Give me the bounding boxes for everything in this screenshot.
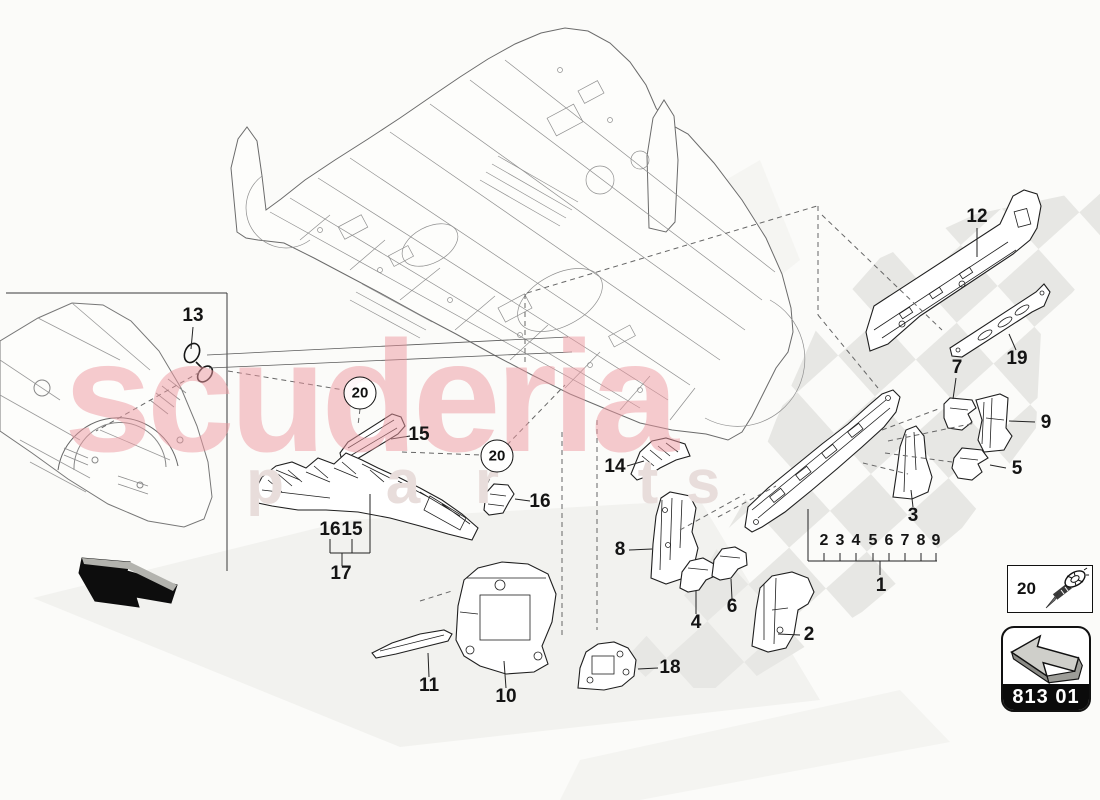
screw-icon — [1045, 567, 1089, 609]
fastener-legend-box[interactable]: 20 — [1007, 565, 1093, 613]
part-3-drawing — [892, 425, 933, 500]
direction-arrow-icon — [78, 557, 178, 608]
part-14-drawing — [630, 437, 691, 481]
part-1-drawing — [744, 389, 901, 533]
inset-border — [6, 292, 228, 571]
bracket-1 — [807, 509, 937, 575]
part-label-9-4: 9 — [1040, 412, 1052, 433]
part-label-16-8: 16 — [529, 491, 551, 512]
fastener-legend-number: 20 — [1017, 579, 1036, 598]
part-label-1-20: 1 — [875, 575, 887, 596]
assembly-item-number-5: 5 — [868, 532, 878, 549]
chassis-underbody-drawing — [230, 27, 806, 441]
circled-fastener-0: 20 — [343, 376, 377, 410]
bracket-17 — [329, 494, 371, 566]
group-code-badge: 813 01 — [1003, 684, 1089, 710]
nav-arrow-area — [1003, 628, 1089, 684]
part-label-14-12: 14 — [604, 456, 626, 477]
part-2-drawing — [751, 571, 815, 653]
part-label-8-13: 8 — [614, 539, 626, 560]
assembly-item-number-8: 8 — [916, 532, 926, 549]
part-label-15-7: 15 — [408, 424, 430, 445]
part-label-4-14: 4 — [690, 612, 702, 633]
part-label-18-17: 18 — [659, 657, 681, 678]
part-label-6-15: 6 — [726, 596, 738, 617]
dashed-leader-lines — [95, 205, 976, 638]
part-label-17-11: 17 — [330, 563, 352, 584]
part-label-10-19: 10 — [495, 686, 517, 707]
part-19-drawing — [949, 283, 1051, 358]
assembly-item-number-6: 6 — [884, 532, 894, 549]
part-7-drawing — [943, 397, 977, 431]
part-label-12-1: 12 — [966, 206, 988, 227]
part-13-drawing — [183, 342, 214, 383]
part-5-drawing — [951, 447, 989, 481]
part-label-11-18: 11 — [418, 675, 440, 696]
assembly-item-number-2: 2 — [819, 532, 829, 549]
back-arrow-icon — [1010, 634, 1083, 684]
part-11-drawing — [371, 629, 453, 659]
part-label-15-10: 15 — [341, 519, 363, 540]
part-label-13-0: 13 — [182, 305, 204, 326]
part-12-drawing — [865, 189, 1042, 352]
circled-fastener-1: 20 — [480, 439, 514, 473]
part-10-drawing — [455, 561, 557, 675]
part-label-5-5: 5 — [1011, 458, 1023, 479]
part-6-drawing — [711, 546, 748, 581]
label-leader-lines — [190, 228, 1036, 689]
part-label-7-3: 7 — [951, 357, 963, 378]
part-label-19-2: 19 — [1006, 348, 1028, 369]
part-16-drawing — [483, 483, 515, 516]
front-fender-inset-drawing — [0, 302, 213, 528]
part-label-3-6: 3 — [907, 505, 919, 526]
assembly-item-number-3: 3 — [835, 532, 845, 549]
assembly-item-number-7: 7 — [900, 532, 910, 549]
part-18-drawing — [577, 641, 637, 691]
group-nav-box[interactable]: 813 01 — [1001, 626, 1091, 712]
part-17-drawing — [252, 452, 479, 541]
part-label-16-9: 16 — [319, 519, 341, 540]
part-label-2-16: 2 — [803, 624, 815, 645]
assembly-item-number-9: 9 — [931, 532, 941, 549]
part-13-reference-lines — [206, 336, 573, 369]
assembly-item-number-4: 4 — [851, 532, 861, 549]
part-9-drawing — [975, 393, 1013, 453]
group-code: 813 01 — [1012, 685, 1080, 708]
